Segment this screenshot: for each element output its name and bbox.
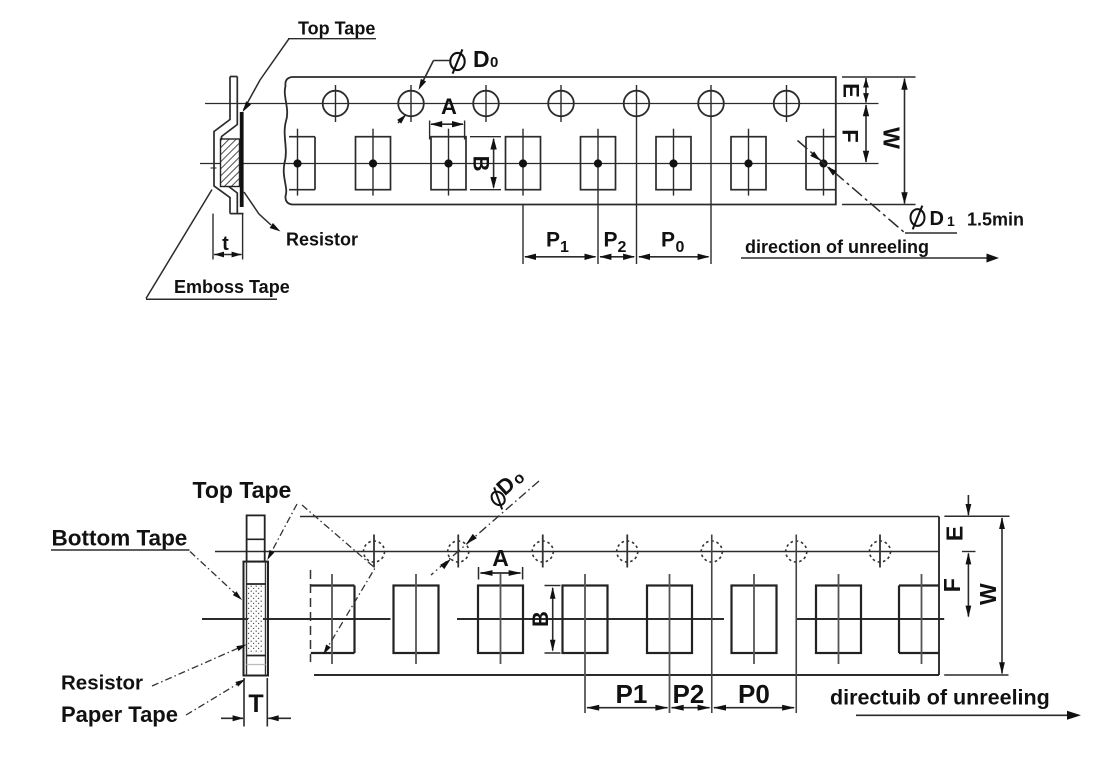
svg-text:1: 1 xyxy=(947,213,955,229)
svg-text:D: D xyxy=(930,208,944,230)
svg-text:E: E xyxy=(839,83,864,98)
svg-text:F: F xyxy=(838,129,863,142)
svg-text:0: 0 xyxy=(676,239,685,256)
svg-text:P2: P2 xyxy=(673,679,705,709)
svg-text:direction of unreeling: direction of unreeling xyxy=(745,237,929,257)
svg-text:P: P xyxy=(604,229,618,252)
svg-text:D: D xyxy=(473,46,490,72)
svg-text:B: B xyxy=(469,156,494,172)
svg-text:Top Tape: Top Tape xyxy=(298,19,375,39)
svg-text:Bottom Tape: Bottom Tape xyxy=(52,526,188,551)
svg-text:0: 0 xyxy=(490,54,498,71)
svg-text:P: P xyxy=(661,229,675,252)
svg-text:A: A xyxy=(492,545,509,571)
svg-text:1: 1 xyxy=(560,239,569,256)
svg-text:directuib of unreeling: directuib of unreeling xyxy=(830,686,1050,710)
svg-text:1.5min: 1.5min xyxy=(967,210,1024,230)
svg-text:B: B xyxy=(528,611,553,627)
svg-text:Top Tape: Top Tape xyxy=(193,477,292,503)
svg-text:E: E xyxy=(942,526,968,541)
svg-text:W: W xyxy=(975,583,1001,605)
svg-text:Paper Tape: Paper Tape xyxy=(61,702,178,727)
svg-text:Emboss Tape: Emboss Tape xyxy=(174,277,290,297)
svg-text:2: 2 xyxy=(618,239,627,256)
svg-text:Resistor: Resistor xyxy=(61,672,143,695)
svg-text:P: P xyxy=(546,229,560,252)
svg-text:t: t xyxy=(222,233,229,255)
svg-text:T: T xyxy=(248,690,263,718)
svg-text:Resistor: Resistor xyxy=(286,230,358,250)
svg-text:P1: P1 xyxy=(616,679,648,709)
svg-text:P0: P0 xyxy=(738,679,770,709)
svg-text:W: W xyxy=(879,127,905,149)
svg-text:A: A xyxy=(441,94,457,119)
svg-text:F: F xyxy=(939,578,965,592)
